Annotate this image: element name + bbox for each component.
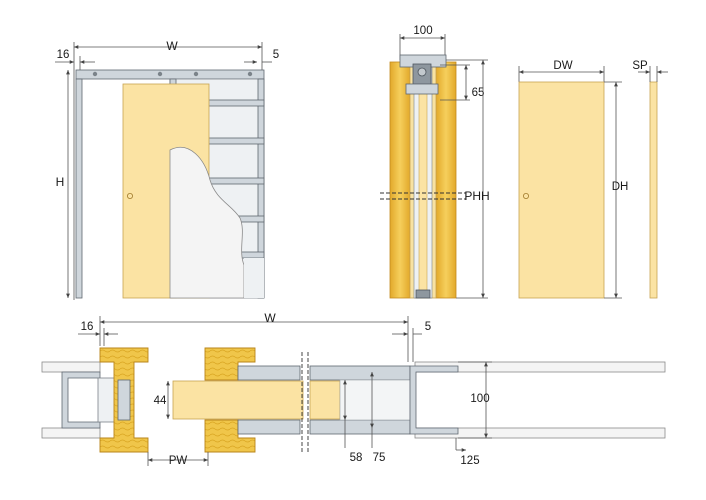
front-h-label: H <box>56 175 65 189</box>
roller <box>92 71 98 77</box>
left-jamb <box>75 78 83 299</box>
roller <box>193 71 199 77</box>
pocket-profile-top-far <box>309 365 411 381</box>
door-sp-label: SP <box>632 60 648 72</box>
plan-door-slab-end <box>309 380 341 420</box>
door-thickness-panel <box>649 81 658 299</box>
frame-wood-left <box>389 61 411 299</box>
side-section: 100 65 PHH <box>380 25 490 299</box>
plan-pw-label: PW <box>169 455 188 467</box>
side-65-label: 65 <box>472 87 485 99</box>
pocket-profile-bottom <box>237 419 301 435</box>
front-5-label: 5 <box>273 49 279 61</box>
pocket-profile-top <box>237 365 301 381</box>
wall-left-bottom <box>41 427 101 439</box>
plan-door-slab <box>172 380 304 420</box>
right-steel-profile <box>409 365 459 435</box>
roller <box>247 71 253 77</box>
front-elevation: W 16 5 H <box>55 39 279 300</box>
plan-5-label: 5 <box>425 321 431 333</box>
plan-section: W 16 5 <box>41 311 666 467</box>
frame-bottom <box>244 258 264 298</box>
door-pull-icon <box>523 192 530 199</box>
floor-guide <box>415 289 431 299</box>
wall-left-top <box>41 361 101 373</box>
plan-16-label: 16 <box>81 321 94 333</box>
plan-w-label: W <box>264 311 276 325</box>
right-jamb-wood-top <box>204 347 256 381</box>
front-w-label: W <box>166 39 178 53</box>
left-steel-profile <box>61 371 101 429</box>
plaster-cutaway <box>169 147 245 299</box>
door-pull-icon <box>127 192 134 199</box>
door-dw-label: DW <box>553 60 572 72</box>
side-phh-label: PHH <box>464 189 489 203</box>
front-16-label: 16 <box>57 49 70 61</box>
top-rail <box>75 69 265 80</box>
plan-100-label: 100 <box>470 393 489 405</box>
pocket-cavity <box>339 379 411 421</box>
left-jamb-insert <box>117 379 131 421</box>
side-100-label: 100 <box>413 25 432 37</box>
frame-wood-right <box>435 61 457 299</box>
pocket-profile-bottom-far <box>309 419 411 435</box>
hanger-plate <box>405 83 439 95</box>
door-edge-inner <box>418 61 428 299</box>
door-dh-label: DH <box>612 181 629 193</box>
plan-44-label: 44 <box>154 395 167 407</box>
door-leaf-panel <box>518 81 605 299</box>
door-leaf: DW DH SP <box>518 60 668 299</box>
plan-75-label: 75 <box>373 452 386 464</box>
plan-125-label: 125 <box>460 455 479 467</box>
roller <box>157 71 163 77</box>
plan-58-label: 58 <box>350 452 363 464</box>
wheel <box>417 67 427 77</box>
